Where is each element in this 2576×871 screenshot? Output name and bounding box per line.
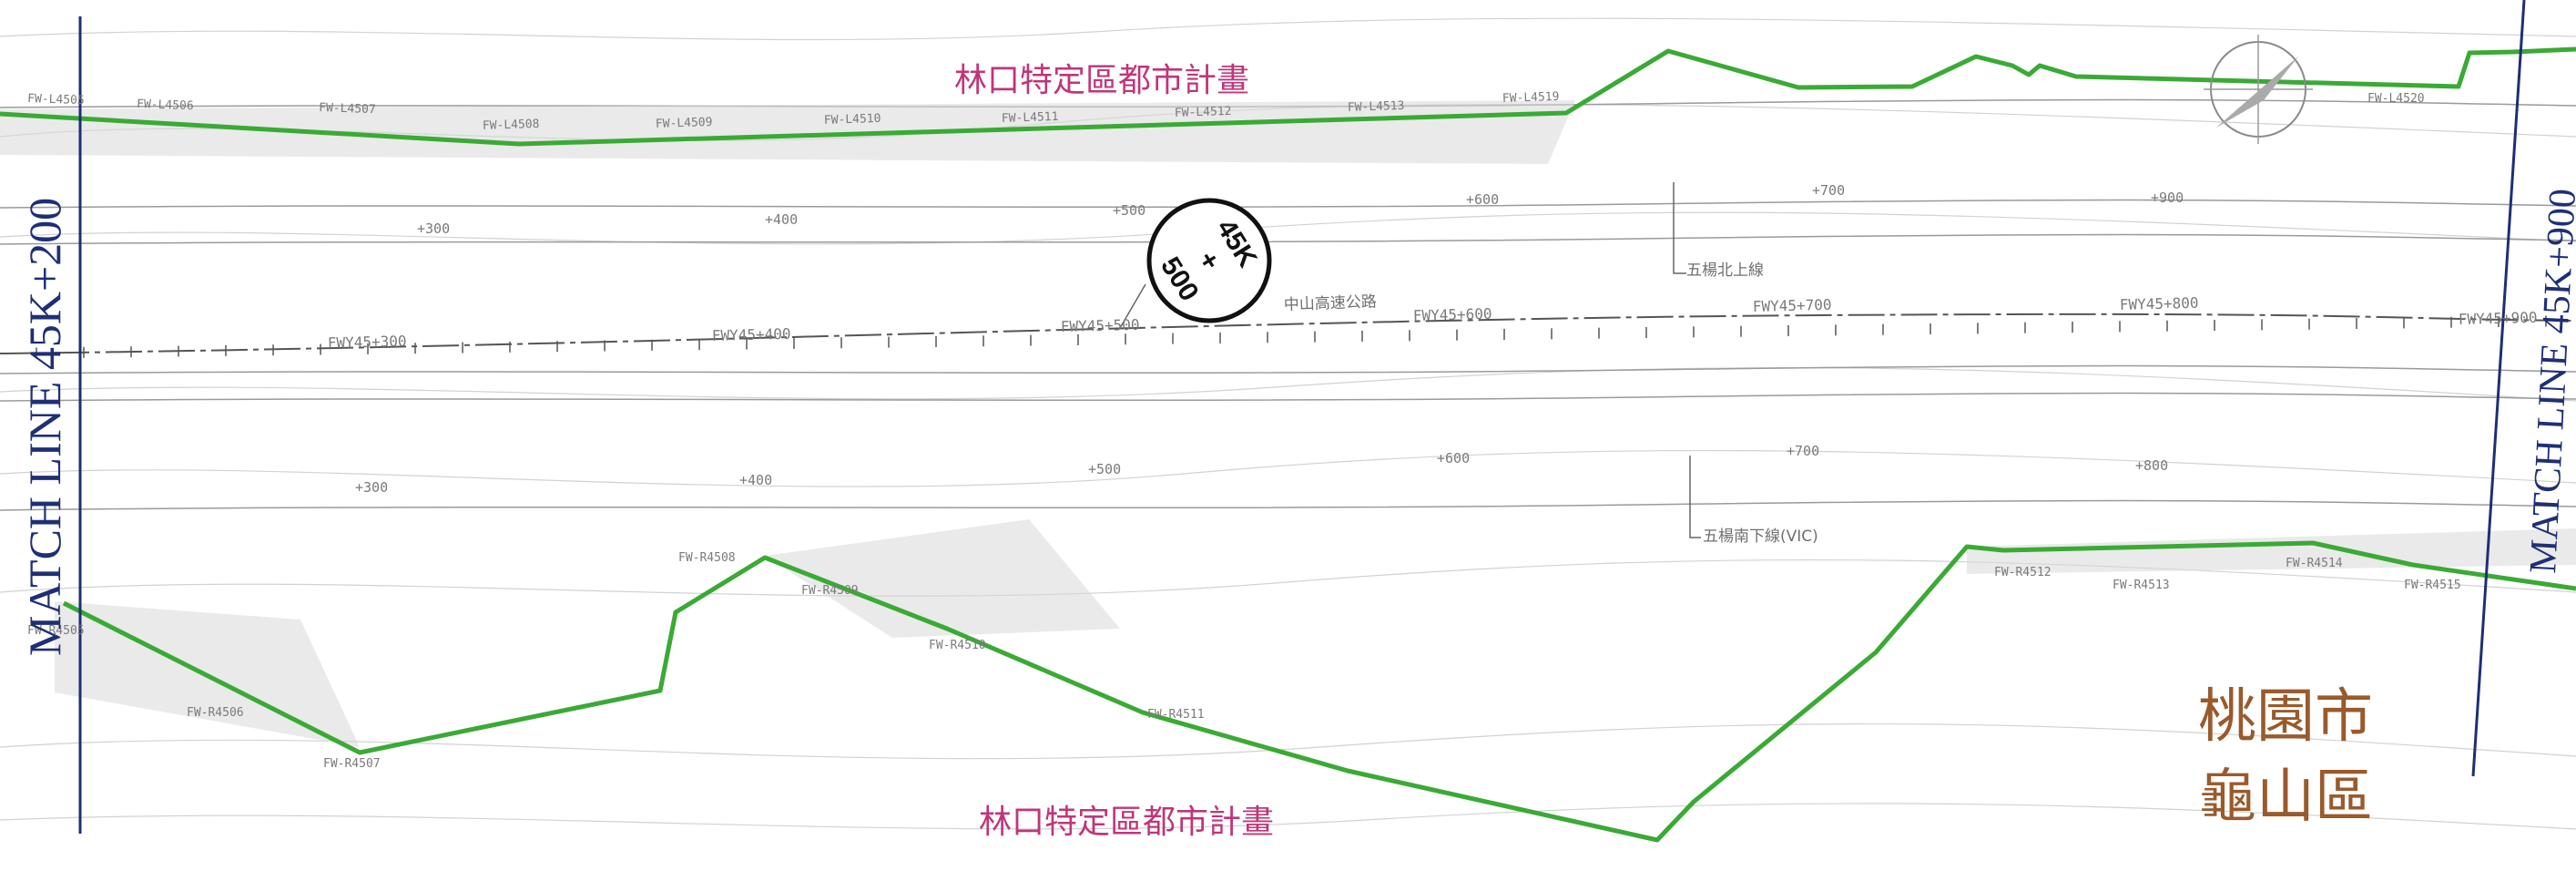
match-line-label-left: MATCH LINE 45K+200	[19, 198, 70, 656]
left-stake-label: FW-L4511	[1002, 110, 1059, 126]
centerline-label: FWY45+700	[1753, 296, 1832, 315]
centerline-label: FWY45+400	[712, 325, 791, 344]
match-line-label-right: MATCH LINE 45K+900	[2522, 188, 2576, 575]
upper-chainage-label: +700	[1812, 182, 1845, 199]
left-stake-label: FW-L4508	[483, 118, 540, 133]
left-stake-label: FW-L4507	[319, 101, 376, 117]
lower-chainage-label: +300	[355, 479, 388, 496]
right-stake-label: FW-R4515	[2404, 579, 2461, 592]
left-stake-label: FW-L4513	[1348, 99, 1405, 115]
left-stake-label: FW-L4519	[1502, 90, 1560, 106]
north-arrow-icon	[2204, 35, 2313, 144]
centerline-label: FWY45+500	[1061, 316, 1140, 335]
left-stake-label: FW-L4510	[824, 112, 881, 128]
left-stake-label: FW-L4506	[137, 97, 194, 113]
road-label-northbound: 五楊北上線	[1686, 261, 1764, 280]
centerline-ticks	[36, 315, 2547, 359]
left-stake-label: FW-L4509	[656, 116, 713, 131]
station-marker: 45K + 500	[1146, 198, 1272, 323]
road-label-southbound: 五楊南下線(VIC)	[1703, 528, 1818, 546]
centerline-label: FWY45+900	[2459, 309, 2538, 328]
centerline-labels: FWY45+300 FWY45+400 FWY45+500 FWY45+600 FWY4…	[328, 294, 2538, 352]
centerline-label: FWY45+300	[328, 333, 407, 352]
upper-chainage-label: +400	[765, 211, 798, 228]
right-match-line	[2471, 0, 2526, 777]
centerline-label: FWY45+600	[1413, 305, 1492, 324]
right-stake-label: FW-R4512	[1994, 566, 2052, 579]
upper-chainage-label: +900	[2151, 190, 2184, 206]
match-lines	[78, 0, 2526, 834]
district-label-city: 桃園市	[2198, 683, 2373, 751]
centerline-label: FWY45+800	[2120, 294, 2199, 313]
upper-chainage-label: +500	[1113, 202, 1145, 219]
road-label-freeway: 中山高速公路	[1283, 292, 1377, 314]
lower-chainage-label: +600	[1437, 450, 1470, 466]
right-stake-label: FW-R4508	[678, 551, 736, 565]
freeway-centerline	[0, 313, 2576, 354]
plan-label-top: 林口特定區都市計畫	[954, 62, 1249, 99]
upper-chainage-label: +600	[1466, 191, 1499, 208]
right-stake-label: FW-R4513	[2113, 579, 2170, 592]
upper-boundary-line	[0, 46, 2576, 147]
lower-chainage-label: +800	[2135, 457, 2168, 474]
right-stake-label: FW-R4514	[2286, 557, 2343, 570]
lower-boundary-line	[62, 540, 2576, 843]
left-stake-label: FW-L4505	[27, 92, 85, 108]
slope-hatching	[0, 100, 2576, 747]
left-stake-label: FW-L4520	[2367, 92, 2425, 106]
right-stake-label: FW-R4509	[801, 584, 859, 598]
left-stake-label: FW-L4512	[1175, 105, 1232, 120]
right-stake-label: FW-R4511	[1147, 708, 1205, 722]
lower-chainage-label: +700	[1787, 443, 1819, 459]
right-stake-label: FW-R4506	[187, 706, 244, 720]
chainage-labels: +300 +400 +500 +600 +700 +900 +300 +400 +500 +600…	[355, 182, 2184, 496]
plan-label-bottom: 林口特定區都市計畫	[979, 804, 1274, 841]
right-stake-label: FW-R4507	[323, 757, 381, 771]
lower-chainage-label: +500	[1088, 461, 1121, 477]
boundary-lines	[0, 46, 2576, 843]
district-label-area: 龜山區	[2198, 763, 2373, 831]
right-stake-label: FW-R4510	[929, 639, 986, 652]
lower-chainage-label: +400	[739, 472, 772, 488]
upper-chainage-label: +300	[417, 220, 450, 237]
right-stake-label: FW-R4505	[27, 624, 85, 638]
road-label-leaders	[1119, 182, 1701, 538]
